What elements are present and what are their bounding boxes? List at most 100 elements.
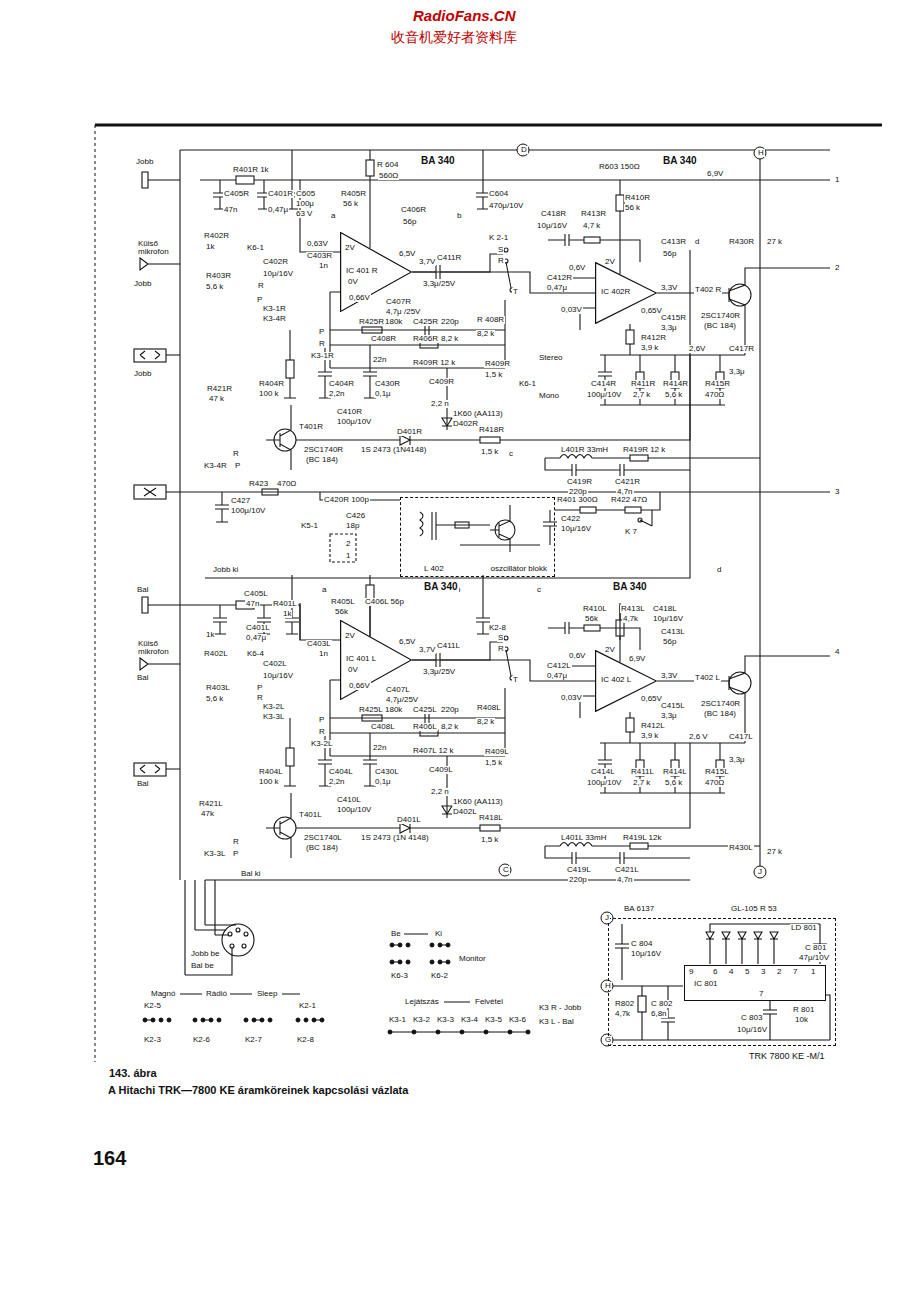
part-label: 0,03V [560, 694, 583, 702]
part-label: C403L [306, 640, 332, 648]
part-label: Lejátszás [404, 998, 440, 1006]
part-label: R410L [582, 605, 608, 613]
part-label: 220p [440, 318, 460, 326]
part-label: Bal ki [240, 870, 262, 878]
part-label: 0,6V [568, 264, 586, 272]
part-label: J [757, 868, 763, 876]
part-label: 2,2 n [430, 788, 450, 796]
part-label: Be [390, 930, 402, 938]
part-label: 9 [688, 968, 694, 976]
opamp-shape [341, 621, 412, 700]
part-label: C420R 100p [323, 496, 370, 504]
part-label: RadioFans.CN [412, 8, 517, 24]
part-label: 1n [318, 262, 329, 270]
part-label: 47 k [208, 395, 225, 403]
part-label: Jobb [133, 280, 152, 288]
part-label: 0,63V [306, 240, 329, 248]
part-label: T [512, 288, 519, 296]
part-label: 1 [810, 968, 816, 976]
opamp-shape [341, 233, 412, 312]
part-label: C407R [385, 298, 412, 306]
part-label: BA 340 [612, 582, 648, 593]
part-label: Külső mikrofon [137, 240, 175, 257]
part-label: 7 [758, 990, 764, 998]
part-label: 164 [92, 1148, 127, 1169]
part-label: R407L 12 k [412, 747, 455, 755]
part-label: K2-1 [298, 1002, 317, 1010]
part-label: 5,6 k [664, 779, 683, 787]
part-label: K 2-1 [488, 234, 509, 242]
part-label: TRK 7800 KE -M/1 [748, 1052, 826, 1061]
part-label: C401L [245, 624, 271, 632]
part-label: C417R [728, 345, 755, 353]
part-label: 22n [372, 356, 387, 364]
part-label: 2V [604, 258, 616, 266]
part-label: R425R [358, 318, 385, 326]
part-label: T402 L [694, 674, 721, 682]
part-label: 2,2n [328, 390, 346, 398]
part-label: Monitor [458, 955, 487, 963]
part-label: K6-3 [390, 972, 409, 980]
part-label: 0,66V [348, 294, 371, 302]
part-label: D [520, 146, 528, 154]
part-label: C405L [243, 590, 269, 598]
part-label: 6 [712, 968, 718, 976]
part-label: R414L [662, 768, 688, 776]
part-label: R 801 [792, 1006, 815, 1014]
part-label: C605 [295, 190, 316, 198]
part-label: R414R [662, 380, 689, 388]
part-label: 1,5 k [484, 759, 503, 767]
part-label: 470Ω [704, 391, 725, 399]
part-label: 470Ω [276, 480, 297, 488]
part-label: 8,2 k [476, 330, 495, 338]
part-label: C430R [374, 380, 401, 388]
part-label: 1,5 k [480, 836, 499, 844]
jack-symbols [134, 172, 200, 776]
part-label: C415R [660, 314, 687, 322]
part-label: K3-2 [412, 1016, 431, 1024]
part-label: D402L [452, 808, 478, 816]
part-label: C412L [546, 662, 572, 670]
part-label: C417L [728, 733, 754, 741]
part-label: 3,3μ [660, 324, 678, 332]
part-label: 560Ω [378, 172, 399, 180]
part-label: C 803 [740, 1014, 763, 1022]
part-label: 1S 2473 (1N 4148) [360, 834, 430, 842]
part-label: C402L [262, 660, 288, 668]
part-label: a [330, 212, 336, 220]
part-label: 2,2n [328, 778, 346, 786]
part-label: d [716, 566, 722, 574]
part-label: 63 V [295, 210, 313, 218]
part-label: 2SC1740R [303, 446, 344, 454]
part-label: 56k [334, 608, 349, 616]
part-label: C418L [652, 605, 678, 613]
node-text: L 402 [423, 565, 445, 573]
part-label: Külső mikrofon [137, 640, 175, 657]
part-label: R419R 12 k [622, 446, 666, 454]
part-label: 0,1μ [374, 390, 392, 398]
part-label: 143. ábra [108, 1068, 158, 1080]
part-label: T401R [298, 423, 324, 431]
part-label: K6-1 [518, 380, 537, 388]
part-label: 2SC1740R [700, 312, 741, 320]
part-label: 5,6 k [664, 391, 683, 399]
part-label: H [757, 149, 765, 157]
frame [95, 125, 882, 1062]
part-label: C409L [428, 766, 454, 774]
part-label: K3-1R [310, 352, 335, 360]
part-label: Stereo [538, 354, 564, 362]
part-label: 6,9V [706, 170, 724, 178]
part-label: 56 k [342, 200, 359, 208]
figure-caption: A Hitachi TRK—7800 KE áramköreinek kapcs… [108, 1084, 408, 1096]
part-label: 1S 2473 (1N4148) [360, 446, 427, 454]
part-label: C408L [370, 723, 396, 731]
ic-box: IC 801 [684, 965, 826, 1001]
part-label: R403R [205, 272, 232, 280]
part-label: R [497, 257, 505, 265]
part-label: C604 [488, 190, 509, 198]
part-label: 6,5V [398, 250, 416, 258]
part-label: Jobb ki [212, 566, 239, 574]
part-label: Magnó [150, 990, 176, 998]
part-label: 56 k [624, 204, 641, 212]
part-label: 8,2 k [440, 723, 459, 731]
